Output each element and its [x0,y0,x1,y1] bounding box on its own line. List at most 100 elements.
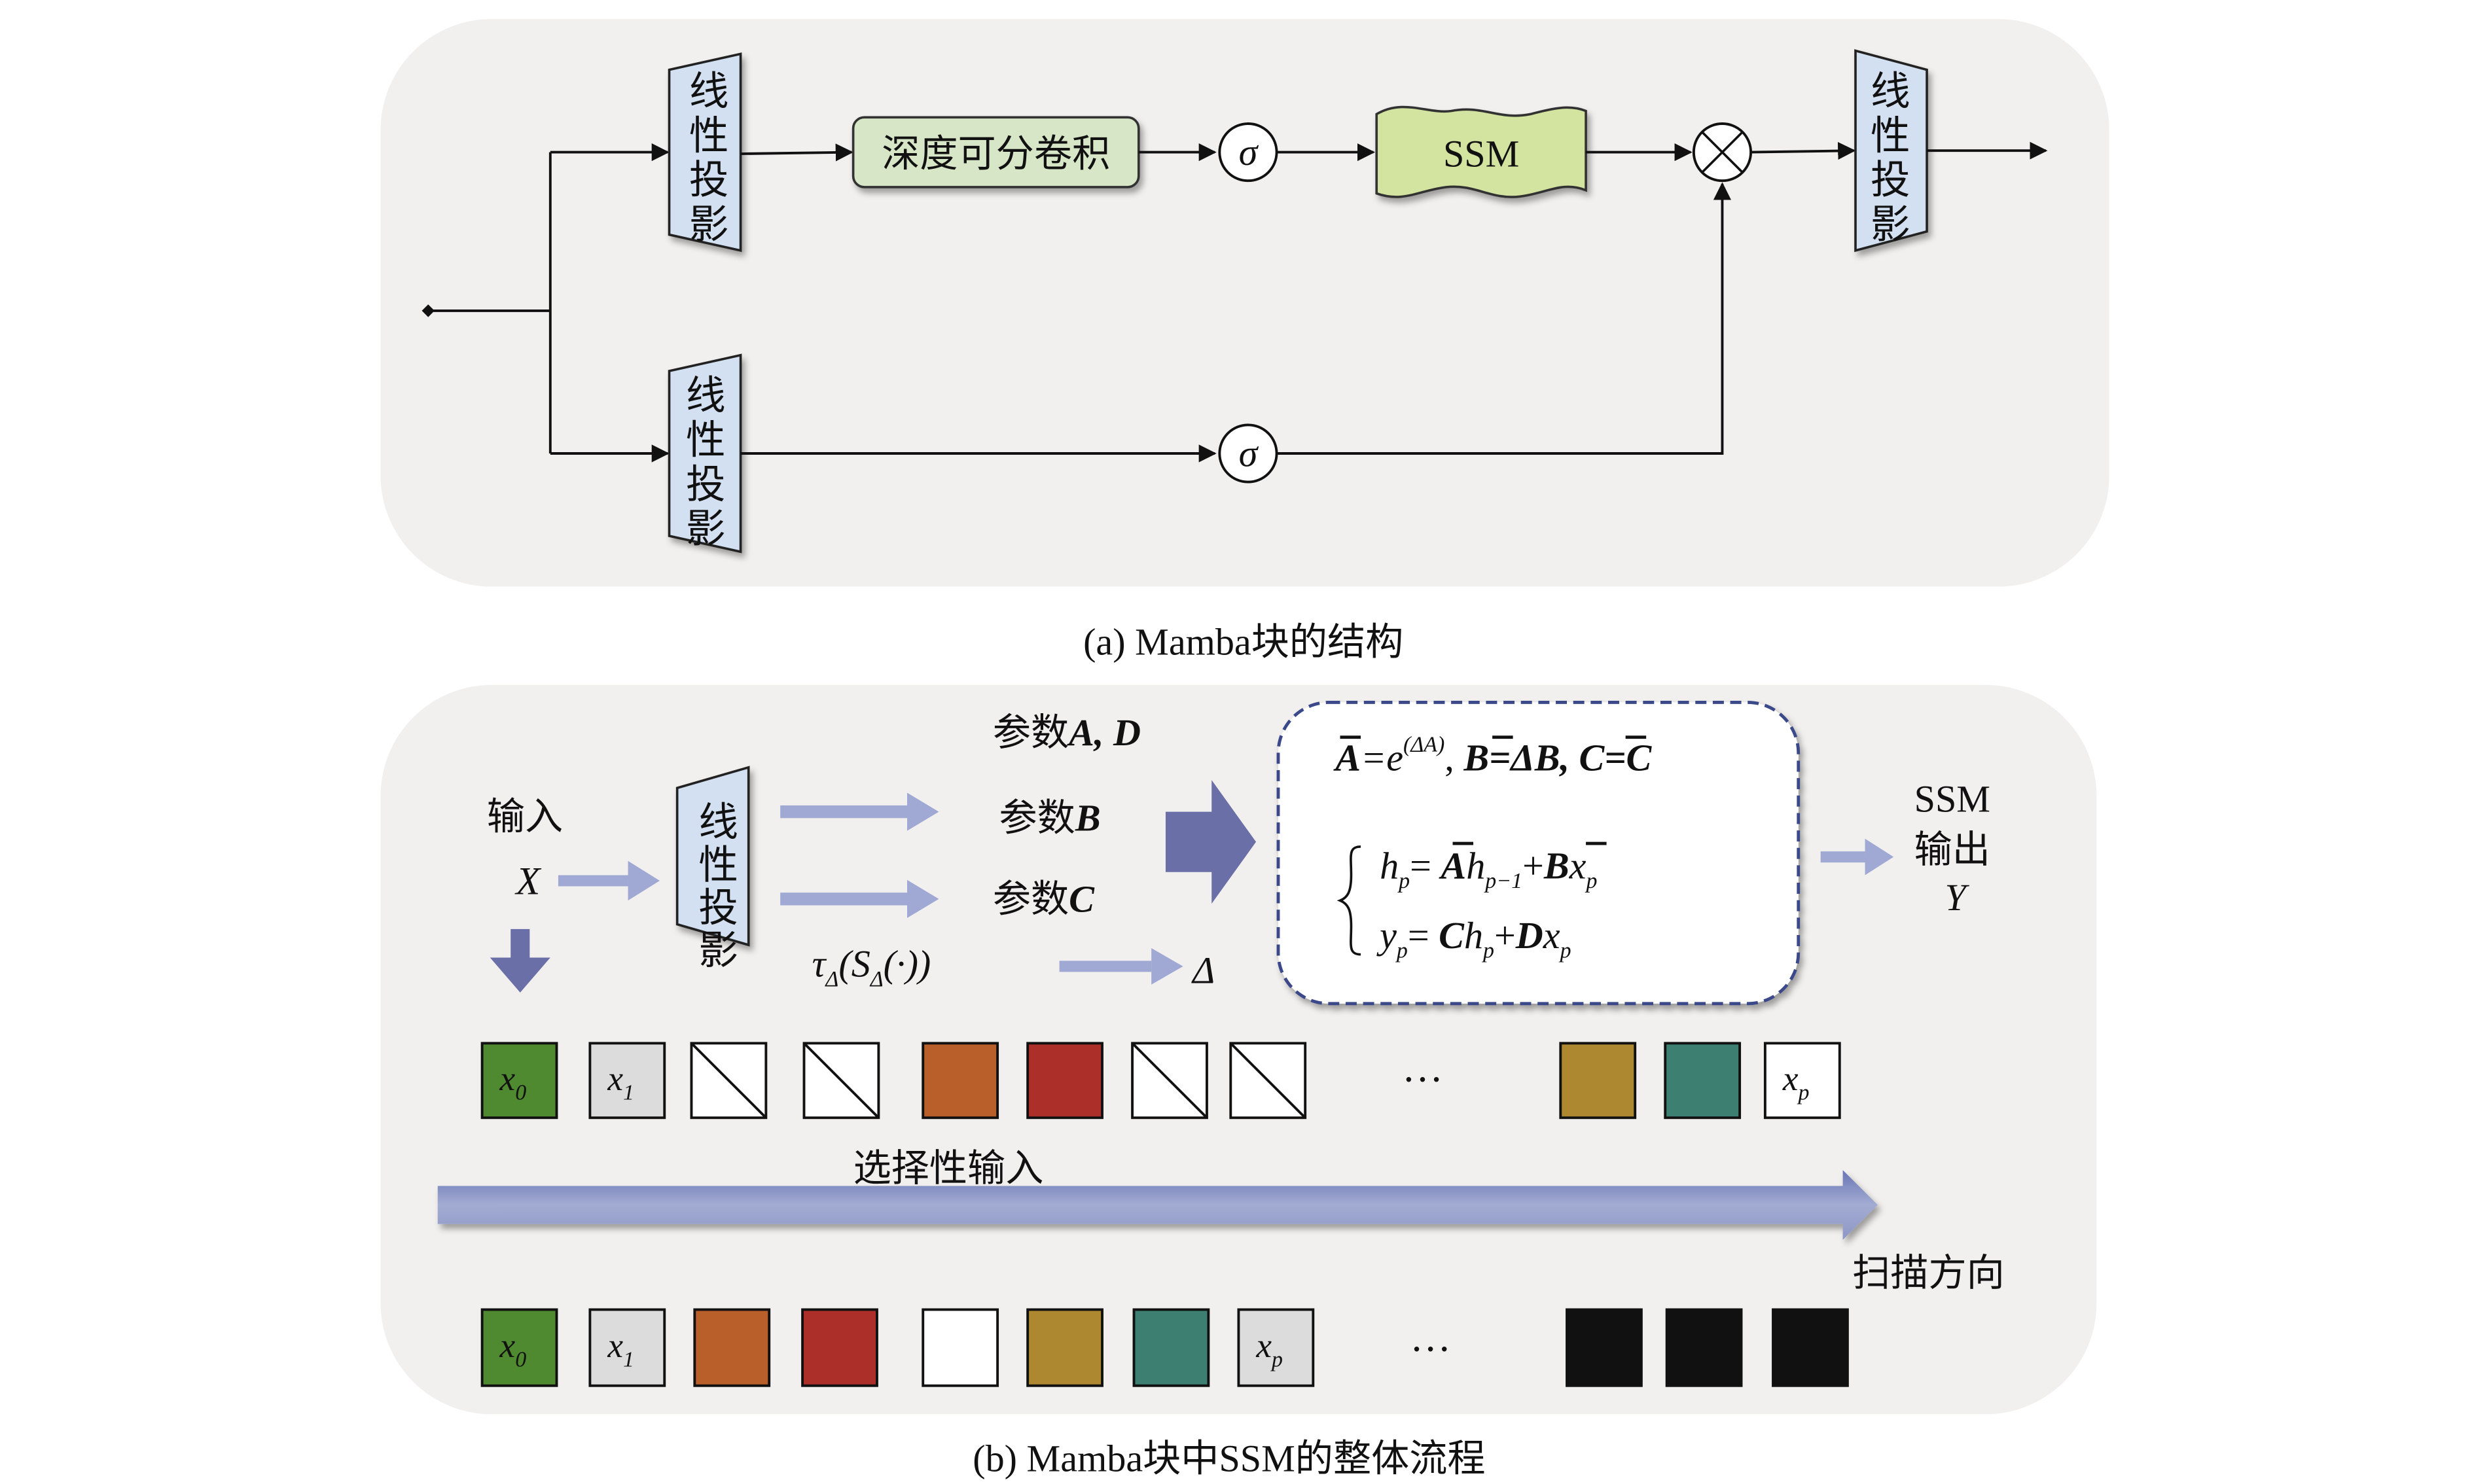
token-box [1026,1308,1103,1387]
arrow-to-param-b [780,792,939,831]
proj-output-char: 投 [1871,158,1910,203]
linear-projection-b [675,766,750,947]
sequence-token [1566,1308,1643,1387]
sequence-token [1229,1042,1307,1120]
param-ad-label: 参数A, D [993,710,1141,754]
token-diagonal-icon [1229,1042,1306,1119]
svg-text:A=e(ΔA), B=ΔB, C=C: A=e(ΔA), B=ΔB, C=C [1333,733,1652,779]
linear-projection-output [1854,49,1928,253]
input-label: 输入 [487,794,563,838]
output-equation-y: yp= Chp+Dxp [1376,914,1571,963]
proj-output-char: 线 [1871,69,1910,115]
token-box [1772,1308,1849,1387]
arrow-x-to-proj [558,860,660,901]
sequence-token [1026,1308,1103,1387]
svg-text:hp= Ahp−1+Bxp: hp= Ahp−1+Bxp [1380,844,1597,893]
proj-upper-char: 线 [689,69,729,115]
equation-box [1276,701,1801,1006]
sigma-lower-label: σ [1239,432,1259,474]
token-box [1763,1042,1841,1120]
param-c-label: 参数C [993,876,1095,921]
token-diagonal-icon [690,1042,767,1119]
sequence-token [1665,1308,1743,1387]
token-label: xp [1255,1326,1283,1372]
scan-direction-label: 扫描方向 [1852,1250,2005,1295]
token-box [1026,1042,1103,1120]
sigma-upper-label: σ [1239,131,1259,173]
proj-b-char: 线 [698,800,738,845]
proj-lower-char: 线 [686,373,726,419]
arrow-sigma-to-multiply [1276,182,1732,455]
svg-text:yp= Chp+Dxp: yp= Chp+Dxp [1376,914,1571,963]
big-arrow-to-equations [1165,780,1257,904]
sequence-token [1131,1042,1208,1120]
discretize-equation: A=e(ΔA), B=ΔB, C=C [1333,733,1652,779]
token-box [922,1308,999,1387]
proj-upper-char: 影 [689,202,729,247]
caption-b: (b) Mamba块中SSM的整体流程 [973,1438,1485,1480]
sequence-token [802,1042,880,1120]
token-box [588,1042,666,1120]
scan-direction-arrow [437,1170,1878,1240]
arrow-proj-to-conv [740,143,853,162]
caption-a: (a) Mamba块的结构 [1083,621,1403,663]
token-label: x0 [499,1059,527,1105]
arrow-down-to-sequence [490,928,550,993]
sequence-token [922,1308,999,1387]
proj-lower-char: 投 [686,462,726,508]
linear-projection-upper [668,52,742,253]
token-box [1132,1308,1210,1387]
sequence-token: x0 [480,1042,558,1120]
proj-b-char: 性 [698,842,738,888]
sequence-token [690,1042,768,1120]
arrow-to-delta [1059,948,1183,985]
split-lines [428,143,670,463]
sequence-token: x1 [588,1042,666,1120]
token-diagonal-icon [1131,1042,1208,1119]
token-box [588,1308,666,1387]
token-box [480,1308,558,1387]
arrow-to-output [1820,838,1894,875]
scan-output-sequence: x0 x1 xp [480,1308,1849,1387]
sequence-token: x1 [588,1308,666,1387]
sequence-token [1664,1042,1742,1120]
selective-input-label: 选择性输入 [853,1146,1044,1190]
proj-lower-char: 性 [686,417,726,463]
tau-delta-expression: τΔ(SΔ(·)) [812,943,931,992]
depthwise-conv-label: 深度可分卷积 [882,131,1110,175]
proj-b-char: 投 [698,885,738,931]
token-box [1566,1308,1643,1387]
selective-input-sequence: x0 x1 xp [480,1042,1841,1120]
token-box [693,1308,771,1387]
input-var: X [514,860,541,904]
panel-a-background [380,19,2109,587]
sequence-token [1026,1042,1103,1120]
sequence-token: xp [1237,1308,1315,1387]
sequence-token [1132,1308,1210,1387]
sequence-token: xp [1763,1042,1841,1120]
delta-label: Δ [1191,949,1215,991]
sequence-token [922,1042,999,1120]
proj-lower-char: 影 [686,506,726,552]
token-label: x1 [607,1326,634,1372]
brace-icon [1336,845,1361,956]
token-label: xp [1782,1059,1810,1105]
sequence-token: x0 [480,1308,558,1387]
param-b-label: 参数B [999,796,1101,840]
token-box [1237,1308,1315,1387]
proj-output-char: 性 [1871,113,1910,159]
output-line-label: 输出 [1914,827,1990,872]
token-diagonal-icon [803,1042,880,1119]
sequence-token [1772,1308,1849,1387]
token-box [1665,1308,1743,1387]
sequence-token [801,1308,878,1387]
ellipsis-bottom: … [1410,1314,1451,1360]
token-label: x1 [607,1059,634,1105]
ellipsis-top: … [1402,1045,1443,1091]
token-box [922,1042,999,1120]
token-box [801,1308,878,1387]
token-box [480,1042,558,1120]
proj-upper-char: 性 [689,113,729,159]
arrow-multiply-to-proj [1751,142,1856,160]
